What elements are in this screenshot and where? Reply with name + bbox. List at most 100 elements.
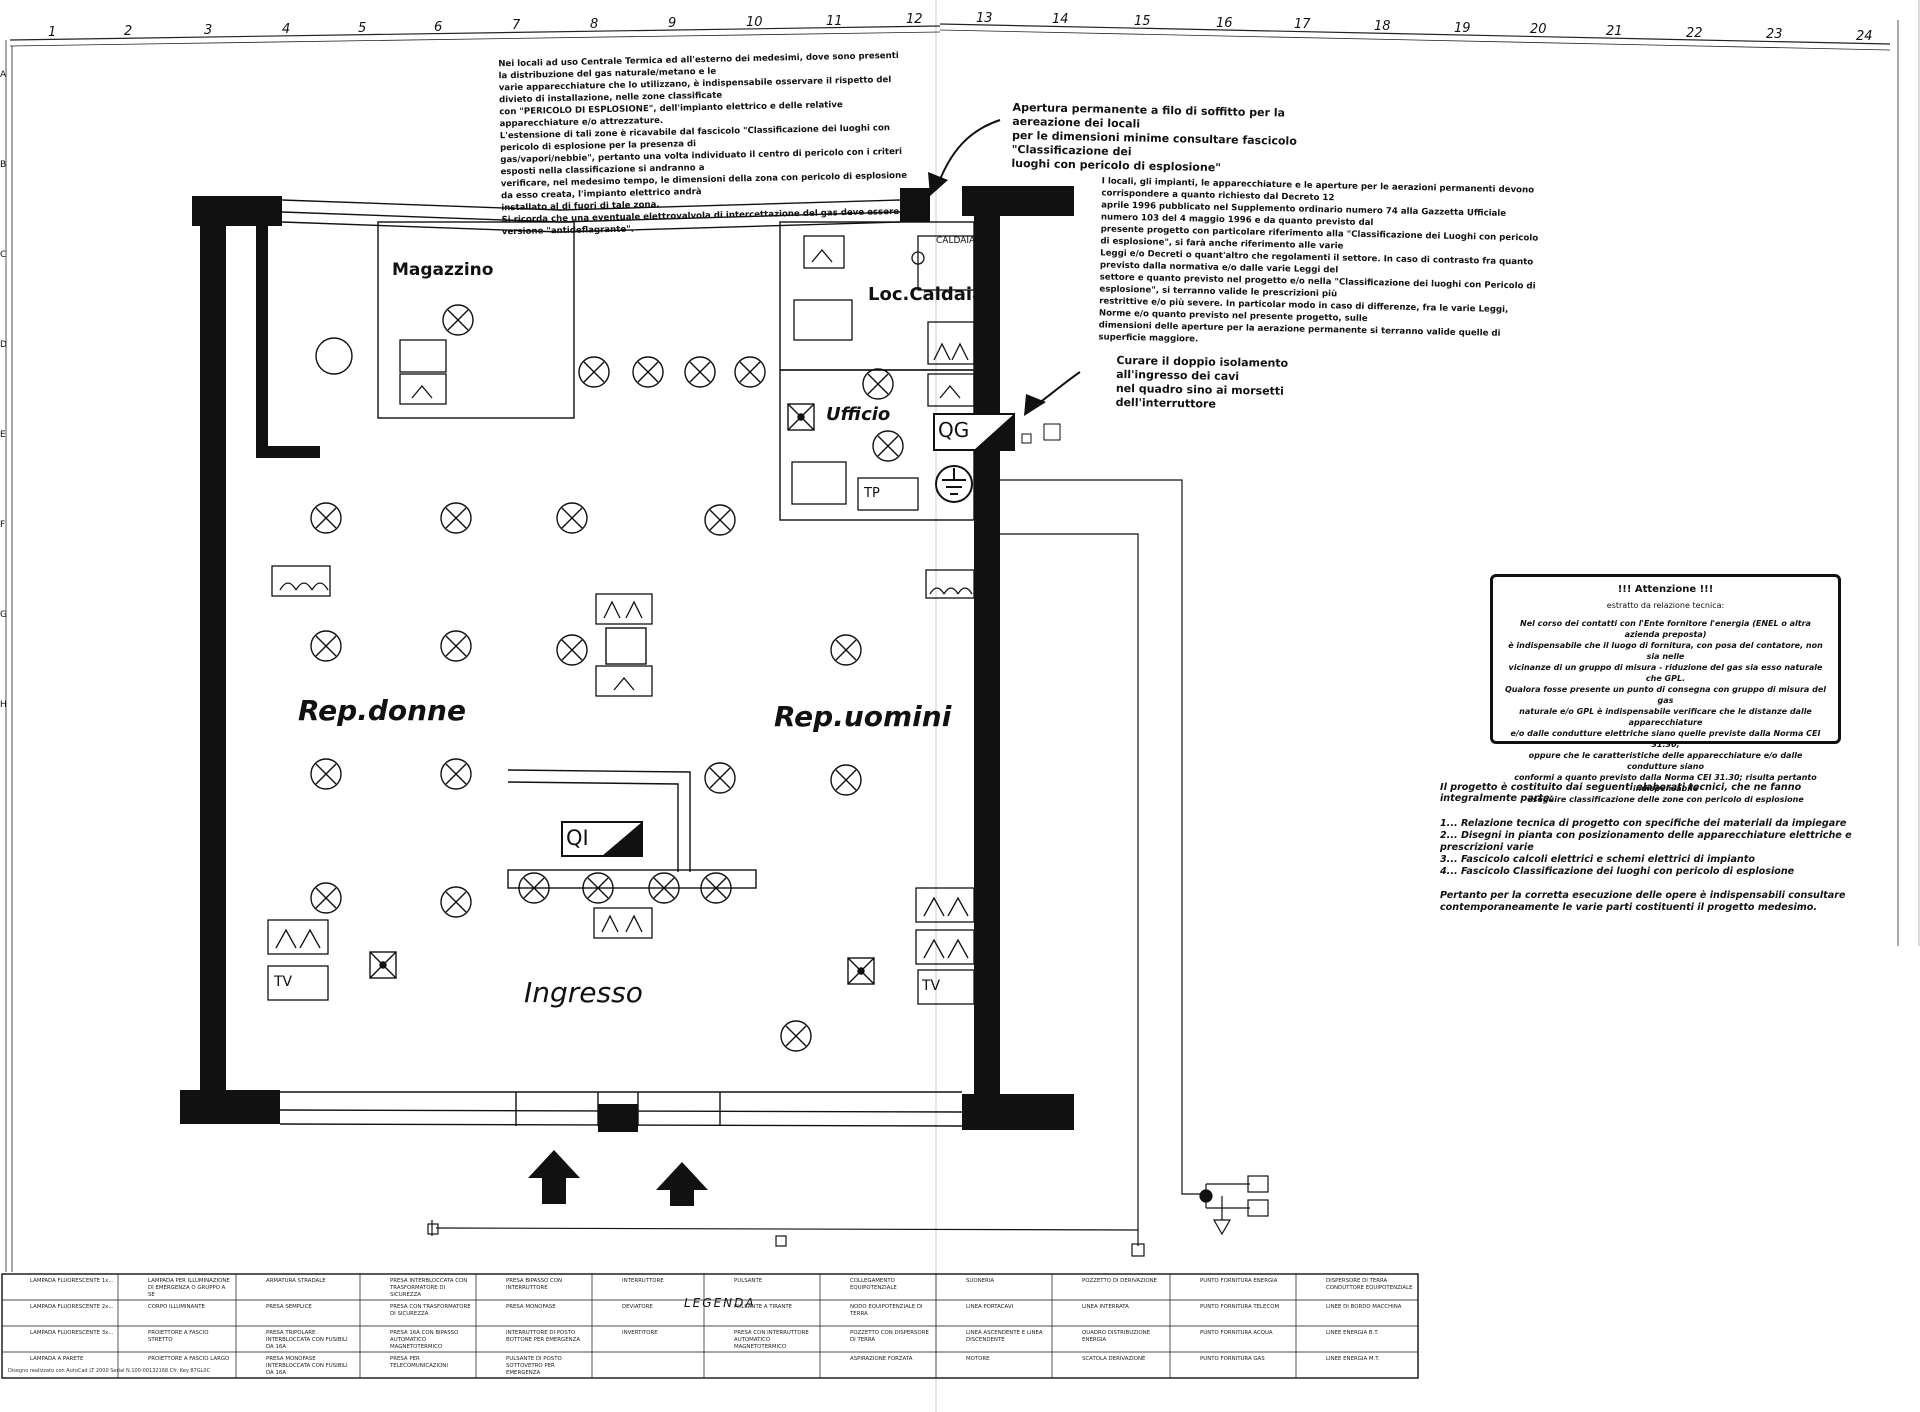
legend-item: LINEA PORTACAVI (966, 1304, 1014, 1310)
project-item: 4... Fascicolo Classificazione dei luogh… (1440, 866, 1795, 877)
caldaia-socket-icon (803, 235, 845, 269)
ceiling-light-cross (705, 877, 727, 899)
legend-item: PULSANTE DI POSTO SOTTOVETRO PER EMERGEN… (506, 1356, 562, 1376)
ceiling-light-icon (684, 356, 716, 388)
row-label: B (0, 160, 7, 170)
legend-item: COLLEGAMENTO EQUIPOTENZIALE (850, 1278, 897, 1291)
ceiling-light-icon (830, 764, 862, 796)
triple-socket-icon (271, 565, 331, 597)
legend-item: LINEA INTERRATA (1082, 1304, 1129, 1310)
column-label: 15 (1134, 14, 1151, 30)
entrance-arrows (528, 1150, 708, 1206)
legend-item: POZZETTO CON DISPERSORE DI TERRA (850, 1330, 929, 1343)
legend-item: PUNTO FORNITURA ENERGIA (1200, 1278, 1278, 1284)
entrance-arrow-left (528, 1150, 580, 1204)
row-label: D (0, 340, 7, 350)
magazzino-socket-icon (399, 339, 447, 373)
legend-item: DEVIATORE (622, 1304, 653, 1310)
legend-item: INTERRUTTORE DI POSTO BOTTONE PER EMERGE… (506, 1330, 581, 1343)
note-line: Pertanto per la corretta esecuzione dell… (1440, 890, 1846, 901)
ceiling-light-cross (445, 507, 467, 529)
note-line: Curare il doppio isolamento all'ingresso… (1116, 353, 1289, 384)
socket-symbols (267, 235, 975, 1005)
note-line: Qualora fosse presente un punto di conse… (1505, 685, 1826, 705)
note-line: oppure che le caratteristiche delle appa… (1528, 751, 1803, 771)
legend-item: LAMPADA FLUORESCENTE 1x... (30, 1278, 114, 1284)
column-label: 6 (434, 19, 443, 35)
room-label-ufficio: Ufficio (826, 404, 891, 425)
legend-frame (1, 1273, 1419, 1379)
ceiling-light-cross (709, 509, 731, 531)
project-intro: Il progetto è costituito dai seguenti el… (1440, 782, 1802, 804)
legend-item: PRESA SEMPLICE (266, 1304, 312, 1310)
ceiling-light-cross (709, 767, 731, 789)
attention-subtitle: estratto da relazione tecnica: (1606, 601, 1725, 610)
ceiling-light-cross (867, 373, 889, 395)
ceiling-light-icon (872, 430, 904, 462)
gas-supply-icon (1247, 1199, 1269, 1217)
row-label: G (0, 610, 7, 620)
ceiling-light-cross (445, 891, 467, 913)
ceiling-light-icon (440, 502, 472, 534)
row-label: F (0, 520, 6, 530)
legend-item: LINEA ASCENDENTE E LINEA DISCENDENTE (966, 1330, 1043, 1343)
legend-item: PUNTO FORNITURA ACQUA (1200, 1330, 1273, 1336)
legend-item: PRESA PER TELECOMUNICAZIONI (390, 1356, 448, 1369)
ceiling-light-icon (830, 634, 862, 666)
ceiling-light-cross (315, 763, 337, 785)
ceiling-light-icon (632, 356, 664, 388)
tp-socket-icon (857, 477, 919, 511)
ceiling-light-icon (582, 872, 614, 904)
building-outline (279, 199, 975, 1127)
note-line: nel quadro sino ai morsetti dell'interru… (1115, 381, 1285, 411)
room-label-caldaia: Loc.Caldaia (868, 284, 985, 305)
ceiling-light-icon (556, 634, 588, 666)
ceiling-light-cross (445, 763, 467, 785)
column-label: 8 (590, 17, 599, 33)
triple-socket-icon (925, 569, 975, 599)
caldaia-label: CALDAIA (936, 236, 976, 246)
ceiling-light-cross (689, 361, 711, 383)
ceiling-light-cross (315, 507, 337, 529)
column-label: 5 (358, 20, 367, 36)
socket-icon (595, 665, 653, 697)
room-label-rep-donne: Rep.donne (298, 694, 466, 727)
boiler-control-icon (911, 251, 925, 265)
column-label: 24 (1856, 29, 1873, 45)
legend-item: DISPERSORE DI TERRA CONDUTTORE EQUIPOTEN… (1326, 1278, 1413, 1291)
legend-item: LAMPADA A PARETE (30, 1356, 84, 1362)
column-label: 4 (282, 21, 291, 37)
ceiling-light-icon (440, 630, 472, 662)
legend-item: PRESA TRIPOLARE INTERBLOCCATA CON FUSIBI… (266, 1330, 348, 1350)
legend-item: SUONERIA (966, 1278, 995, 1284)
ceiling-light-icon (442, 304, 474, 336)
note-line: contemporaneamente le varie parti costit… (1440, 902, 1817, 913)
note-line: è indispensabile che il luogo di fornitu… (1508, 641, 1823, 661)
column-label: 18 (1374, 19, 1391, 35)
column-label: 19 (1454, 20, 1471, 36)
earth-node-icon (935, 465, 973, 503)
column-label: 7 (512, 18, 521, 34)
wall-lamp-icon (315, 337, 353, 375)
ceiling-light-icon (440, 886, 472, 918)
legend-item: LINEE ENERGIA B.T. (1326, 1330, 1379, 1336)
ceiling-light-icon (700, 872, 732, 904)
ceiling-light-cross (523, 877, 545, 899)
double-socket-icon (915, 887, 975, 923)
note-line: conformi a quanto previsto dalla Norma C… (1514, 773, 1817, 793)
legend-item: PRESA BIPASSO CON INTERRUTTORE (506, 1278, 563, 1291)
ceiling-light-icon (310, 882, 342, 914)
supply-lines (427, 479, 1269, 1257)
column-label: 23 (1766, 27, 1783, 43)
tv-label-right: TV (922, 978, 941, 994)
ceiling-light-icon (310, 758, 342, 790)
column-label: 9 (668, 16, 677, 31)
column-label: 12 (906, 12, 923, 28)
ceiling-light-cross (315, 887, 337, 909)
legend-item: LINEE DI BORDO MACCHINA (1326, 1304, 1402, 1310)
double-socket-icon (595, 593, 653, 625)
blank-title-block (1422, 946, 1920, 1412)
qg-label: QG (938, 418, 970, 442)
gas-note: Nei locali ad uso Centrale Termica ed al… (498, 50, 912, 239)
